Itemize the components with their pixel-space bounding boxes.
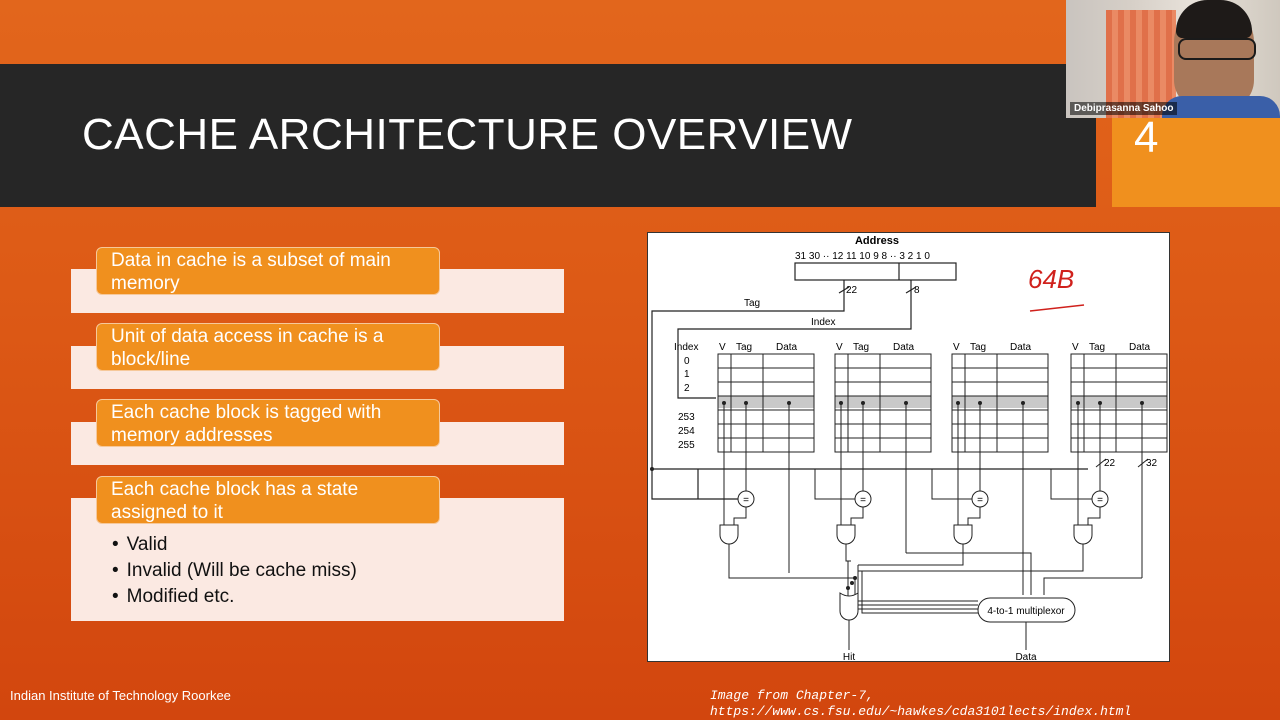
col-tag: Tag <box>1089 342 1105 353</box>
comparator-4: = <box>1097 495 1103 506</box>
index-width: 8 <box>914 285 920 296</box>
image-credit: Image from Chapter-7, https://www.cs.fsu… <box>710 688 1131 720</box>
bus-data-width: 32 <box>1146 458 1158 469</box>
participant-name: Debiprasanna Sahoo <box>1070 102 1178 115</box>
tag-label: Tag <box>744 298 760 309</box>
address-bits: 31 30 ·· 12 11 10 9 8 ·· 3 2 1 0 <box>795 251 930 262</box>
video-background <box>1106 10 1176 118</box>
col-v: V <box>836 342 843 353</box>
comparator-3: = <box>977 495 983 506</box>
slide-number-box <box>1112 118 1280 207</box>
comparator-1: = <box>743 495 749 506</box>
state-item: Invalid (Will be cache miss) <box>112 558 357 584</box>
row-label: 253 <box>678 412 695 423</box>
state-item: Modified etc. <box>112 584 357 610</box>
tag-width: 22 <box>846 285 858 296</box>
participant-glasses <box>1178 38 1256 60</box>
row-label: 1 <box>684 369 690 380</box>
credit-line-2: https://www.cs.fsu.edu/~hawkes/cda3101le… <box>710 704 1132 719</box>
col-data: Data <box>893 342 915 353</box>
col-v: V <box>719 342 726 353</box>
cache-way-3: V Tag Data <box>951 342 1049 453</box>
cache-way-2: V Tag Data <box>834 342 932 453</box>
state-list: Valid Invalid (Will be cache miss) Modif… <box>112 532 357 610</box>
cache-way-1: V Tag Data <box>717 342 815 453</box>
handwritten-note: 64B <box>1028 264 1074 294</box>
point-3: Each cache block is tagged with memory a… <box>96 399 440 447</box>
participant-shirt <box>1162 96 1280 118</box>
comparator-2: = <box>860 495 866 506</box>
col-v: V <box>953 342 960 353</box>
point-1: Data in cache is a subset of main memory <box>96 247 440 295</box>
mux-label: 4-to-1 multiplexor <box>987 606 1065 617</box>
hit-label: Hit <box>843 652 855 661</box>
col-data: Data <box>1010 342 1032 353</box>
point-2: Unit of data access in cache is a block/… <box>96 323 440 371</box>
credit-line-1: Image from Chapter-7, <box>710 688 874 703</box>
address-register <box>794 262 957 281</box>
bus-tag-width: 22 <box>1104 458 1116 469</box>
participant-hair <box>1176 0 1252 38</box>
cache-diagram-svg: 64B Address 31 30 ·· 12 11 10 9 8 ·· 3 2… <box>650 235 1168 663</box>
col-data: Data <box>1129 342 1151 353</box>
point-4: Each cache block has a state assigned to… <box>96 476 440 524</box>
col-v: V <box>1072 342 1079 353</box>
cache-way-4: V Tag Data <box>1070 342 1168 453</box>
data-out-label: Data <box>1015 652 1037 661</box>
cache-diagram: 64B Address 31 30 ·· 12 11 10 9 8 ·· 3 2… <box>647 232 1170 663</box>
title-bar <box>0 64 1096 207</box>
col-tag: Tag <box>853 342 869 353</box>
col-tag: Tag <box>970 342 986 353</box>
col-data: Data <box>776 342 798 353</box>
slide-number: 4 <box>1134 113 1159 162</box>
index-label: Index <box>811 317 835 328</box>
col-tag: Tag <box>736 342 752 353</box>
row-label: 254 <box>678 426 695 437</box>
institute-footer: Indian Institute of Technology Roorkee <box>10 688 231 703</box>
index-header: Index <box>674 342 698 353</box>
address-label: Address <box>855 235 899 247</box>
row-label: 255 <box>678 440 695 451</box>
slide-title: CACHE ARCHITECTURE OVERVIEW <box>82 110 853 159</box>
state-item: Valid <box>112 532 357 558</box>
row-label: 2 <box>684 383 690 394</box>
participant-video[interactable]: Debiprasanna Sahoo <box>1066 0 1280 118</box>
row-label: 0 <box>684 356 690 367</box>
